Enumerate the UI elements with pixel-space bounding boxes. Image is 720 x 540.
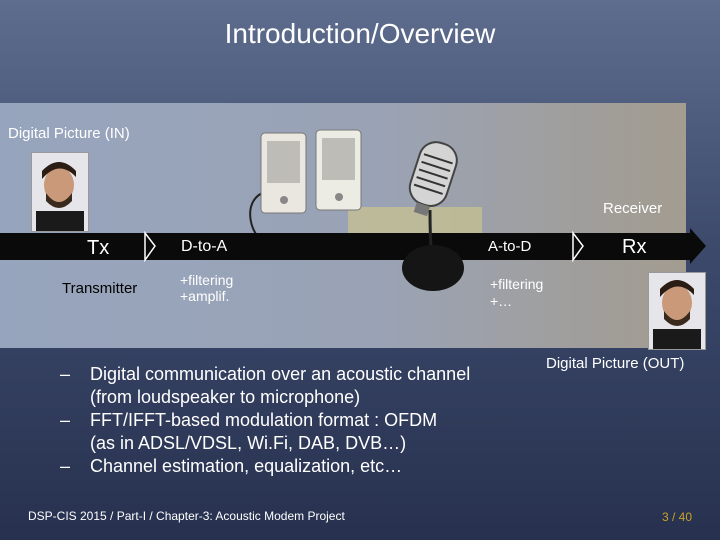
bullet-item: – FFT/IFFT-based modulation format : OFD… [60,409,470,455]
pipeline-separator [144,230,156,263]
tx-processing-line: +filtering [180,272,234,288]
bullet-text: Channel estimation, equalization, etc… [90,456,403,476]
digital-picture-in-label: Digital Picture (IN) [8,125,130,142]
output-picture [648,272,706,350]
pipeline-bar [0,233,690,260]
bullet-dash: – [60,410,71,430]
digital-picture-out-label: Digital Picture (OUT) [546,355,685,372]
tx-processing: +filtering +amplif. [180,272,233,304]
rx-processing-line: +… [490,293,513,309]
tx-label: Tx [87,237,110,259]
pipeline-arrow-head [690,228,706,264]
bullet-text: Digital communication over an acoustic c… [90,364,471,384]
bullet-dash: – [60,456,71,476]
d-to-a-label: D-to-A [181,238,228,255]
transmitter-label: Transmitter [62,280,138,297]
loudspeaker-icon [260,129,362,214]
pipeline-separator [572,230,584,263]
rx-processing: +filtering +… [490,276,543,310]
a-to-d-label: A-to-D [488,238,532,255]
bullet-item: – Digital communication over an acoustic… [60,363,470,409]
bullet-text: (as in ADSL/VDSL, Wi.Fi, DAB, DVB…) [90,433,407,453]
page-title: Introduction/Overview [224,18,496,49]
tx-processing-line: +amplif. [180,288,230,304]
microphone-icon [402,141,464,291]
portrait-image [32,153,88,231]
footer-course: DSP-CIS 2015 / Part-I / Chapter-3: Acous… [28,509,345,523]
bullet-dash: – [60,364,71,384]
rx-label: Rx [622,236,647,258]
rx-processing-line: +filtering [490,276,544,292]
bullet-text: FFT/IFFT-based modulation format : OFDM [90,410,438,430]
bullet-text: (from loudspeaker to microphone) [90,387,361,407]
bullet-item: – Channel estimation, equalization, etc… [60,455,470,478]
input-picture [31,152,89,232]
bullet-list: – Digital communication over an acoustic… [60,363,470,478]
page-number: 3 / 40 [662,510,693,524]
receiver-label: Receiver [603,200,663,217]
portrait-image [649,273,705,349]
